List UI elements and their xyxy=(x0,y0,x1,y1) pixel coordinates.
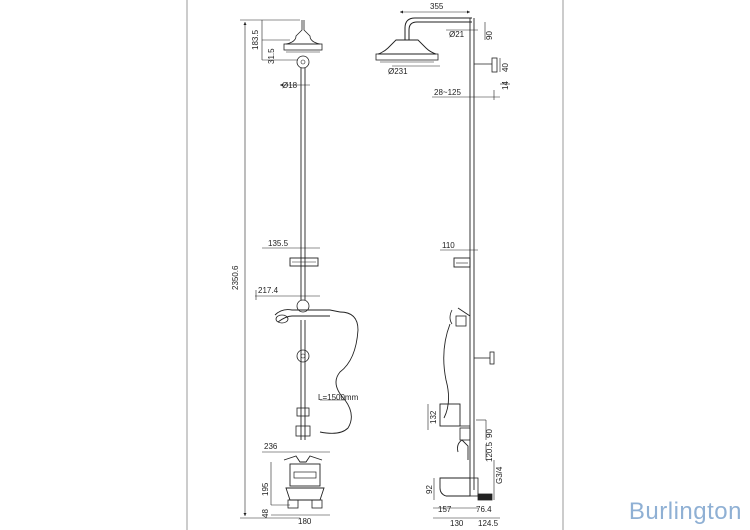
base-offset-label: 48 xyxy=(261,509,270,518)
bracket-depth-label: 14 xyxy=(501,81,510,90)
front-dimension-labels: 2350.6 183.5 31.5 Ø18 135.5 217.4 L=1500… xyxy=(231,29,359,526)
brand-logo-text: Burlington xyxy=(628,498,742,525)
head-diameter-label: Ø231 xyxy=(388,67,408,76)
front-view xyxy=(240,19,359,519)
mixer-width-label: 236 xyxy=(264,442,278,451)
head-depth-label: 31.5 xyxy=(267,48,276,64)
arm-drop-label: 90 xyxy=(485,31,494,40)
riser-diameter-label: Ø18 xyxy=(282,81,298,90)
shelf-width-label: 135.5 xyxy=(268,239,289,248)
arm-diameter-label: Ø21 xyxy=(449,30,465,39)
inlet-thread-label: G3/4 xyxy=(495,466,504,484)
spout-offset-a-label: 157 xyxy=(438,505,452,514)
mixer-mid-label: 120.5 xyxy=(485,441,494,462)
arm-length-label: 355 xyxy=(430,2,444,11)
spout-reach-label: 124.5 xyxy=(478,519,499,528)
head-height-label: 183.5 xyxy=(251,29,260,50)
spout-height-label: 92 xyxy=(425,485,434,494)
side-view xyxy=(375,10,510,519)
mixer-upper-label: 90 xyxy=(485,429,494,438)
hose-holder-height-label: 132 xyxy=(429,410,438,424)
side-dimension-labels: 355 Ø21 90 Ø231 40 14 28~125 110 132 90 … xyxy=(388,2,510,528)
base-width-label: 180 xyxy=(298,517,312,526)
overall-height-label: 2350.6 xyxy=(231,265,240,290)
mixer-height-label: 195 xyxy=(261,482,270,496)
shelf-width-side-label: 110 xyxy=(442,241,455,250)
bracket-height-label: 40 xyxy=(501,63,510,72)
base-depth-label: 130 xyxy=(450,519,464,528)
spout-offset-b-label: 76.4 xyxy=(476,505,492,514)
handset-holder-width-label: 217.4 xyxy=(258,286,279,295)
hose-length-label: L=1500mm xyxy=(318,393,359,402)
slide-range-label: 28~125 xyxy=(434,88,461,97)
